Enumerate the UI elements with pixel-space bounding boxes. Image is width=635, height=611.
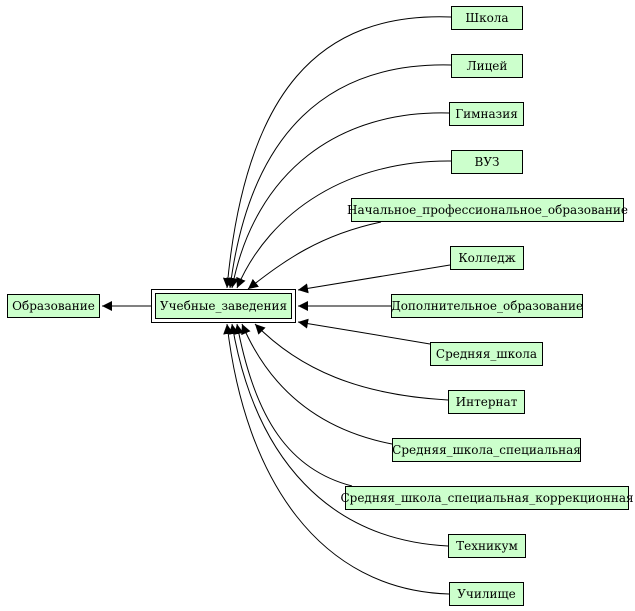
node-srednyaya-shkola[interactable]: Средняя_школа bbox=[430, 342, 543, 366]
node-internat[interactable]: Интернат bbox=[448, 390, 525, 414]
node-label: Интернат bbox=[455, 395, 518, 409]
node-label: Гимназия bbox=[455, 107, 518, 121]
node-label: Средняя_школа_специальная_коррекционная bbox=[340, 491, 634, 505]
node-nachalnoe-professionalnoe-obrazovanie[interactable]: Начальное_профессиональное_образование bbox=[347, 198, 628, 222]
node-label: ВУЗ bbox=[474, 155, 500, 169]
edge-litsey bbox=[226, 64, 452, 289]
edge-shkola bbox=[222, 16, 452, 289]
node-srednyaya-shkola-specialnaya-korrekcionnaya[interactable]: Средняя_школа_специальная_коррекционная bbox=[340, 486, 634, 510]
node-obrazovanie[interactable]: Образование bbox=[7, 294, 100, 318]
edge-srednyaya-shkola-specialnaya bbox=[241, 323, 393, 445]
node-label: Средняя_школа bbox=[435, 347, 538, 361]
node-srednyaya-shkola-specialnaya[interactable]: Средняя_школа_специальная bbox=[392, 438, 581, 462]
node-litsey[interactable]: Лицей bbox=[451, 54, 523, 78]
node-kolledzh[interactable]: Колледж bbox=[450, 246, 524, 270]
node-tehnikum[interactable]: Техникум bbox=[448, 534, 526, 558]
edge-internat bbox=[254, 323, 449, 401]
node-label: Дополнительное_образование bbox=[390, 299, 584, 313]
node-gimnaziya[interactable]: Гимназия bbox=[449, 102, 524, 126]
edge-tehnikum bbox=[228, 323, 449, 547]
node-uchebnye-zavedeniya[interactable]: Учебные_заведения bbox=[155, 293, 292, 319]
node-label: Техникум bbox=[456, 539, 518, 553]
node-dopolnitelnoe-obrazovanie[interactable]: Дополнительное_образование bbox=[391, 294, 583, 318]
node-label: Начальное_профессиональное_образование bbox=[347, 203, 628, 217]
edge-gimnaziya bbox=[229, 112, 450, 289]
node-vuz[interactable]: ВУЗ bbox=[451, 150, 523, 174]
edge-uchilische bbox=[223, 323, 450, 595]
edge-kolledzh bbox=[297, 264, 451, 294]
edge-vuz bbox=[236, 160, 452, 289]
edge-nachalnoe-prof-obrazovanie bbox=[247, 221, 382, 290]
node-uchilische[interactable]: Училище bbox=[449, 582, 524, 606]
node-label: Училище bbox=[457, 587, 516, 601]
node-label: Учебные_заведения bbox=[159, 299, 288, 313]
node-label: Колледж bbox=[458, 251, 516, 265]
node-label: Лицей bbox=[466, 59, 508, 73]
node-shkola[interactable]: Школа bbox=[451, 6, 523, 30]
node-label: Школа bbox=[465, 11, 509, 25]
edge-srednyaya-shkola-spec-korr bbox=[233, 323, 353, 487]
edge-srednyaya-shkola bbox=[297, 318, 431, 345]
node-label: Образование bbox=[12, 299, 95, 313]
node-label: Средняя_школа_специальная bbox=[392, 443, 581, 457]
